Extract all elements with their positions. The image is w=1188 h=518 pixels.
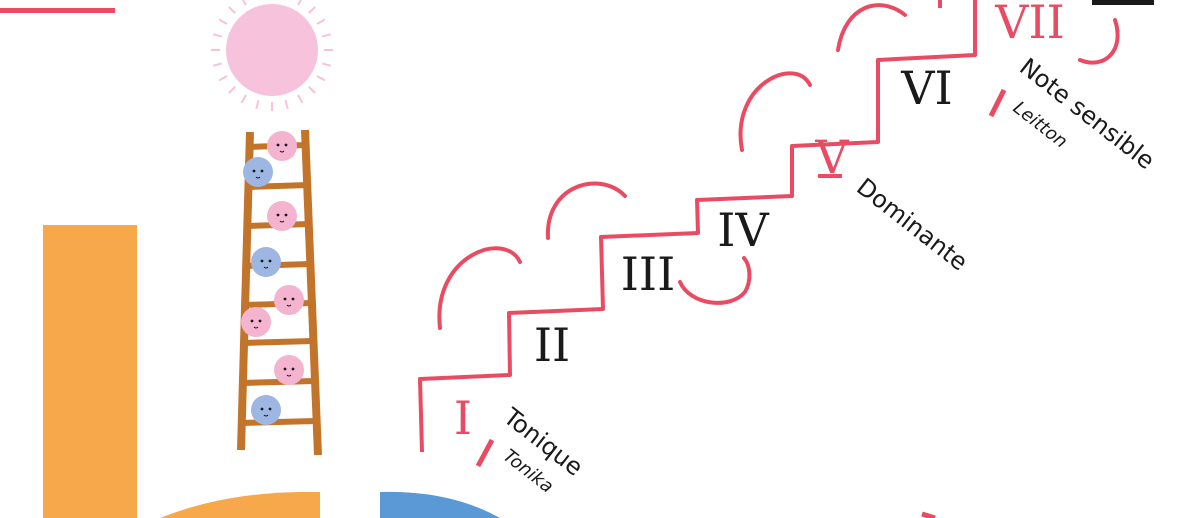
arc-1 — [437, 246, 522, 330]
bottom-red-tick — [921, 511, 936, 518]
smiley-face-icon — [267, 131, 297, 161]
arc-6 — [1078, 18, 1120, 65]
smiley-face-icon — [241, 307, 271, 337]
corner-red-bar — [0, 8, 115, 13]
arc-5 — [836, 3, 907, 52]
sensible-slash — [988, 88, 1007, 118]
degree-numeral-4: IV — [717, 203, 769, 257]
degree-numeral-2: II — [534, 318, 570, 372]
ladder-rung — [242, 338, 314, 346]
arc-4 — [738, 71, 812, 152]
degree-numeral-6: VI — [900, 61, 952, 115]
orange-half-disc — [160, 491, 320, 518]
blue-half-disc — [380, 491, 500, 518]
ladder-rung — [241, 378, 315, 386]
ladder-icon — [237, 129, 322, 456]
degree-numeral-3: III — [621, 247, 676, 301]
degree-numeral-1: I — [454, 391, 472, 445]
ladder-rung — [240, 418, 316, 426]
corner-black-bar — [1092, 0, 1154, 5]
smiley-face-icon — [251, 395, 281, 425]
smiley-face-icon — [243, 157, 273, 187]
arc-3 — [678, 256, 752, 305]
smiley-face-icon — [274, 285, 304, 315]
label-dominante: Dominante — [851, 173, 973, 277]
corner-red-tick — [938, 0, 942, 8]
smiley-face-icon — [267, 201, 297, 231]
scale-staircase — [418, 0, 977, 453]
smiley-face-icon — [251, 247, 281, 277]
orange-pillar — [43, 225, 137, 518]
degree-numeral-7: VII — [994, 0, 1065, 49]
arc-2 — [545, 181, 627, 240]
sun-icon — [211, 0, 333, 111]
tonique-slash — [475, 438, 495, 468]
smiley-face-icon — [274, 355, 304, 385]
